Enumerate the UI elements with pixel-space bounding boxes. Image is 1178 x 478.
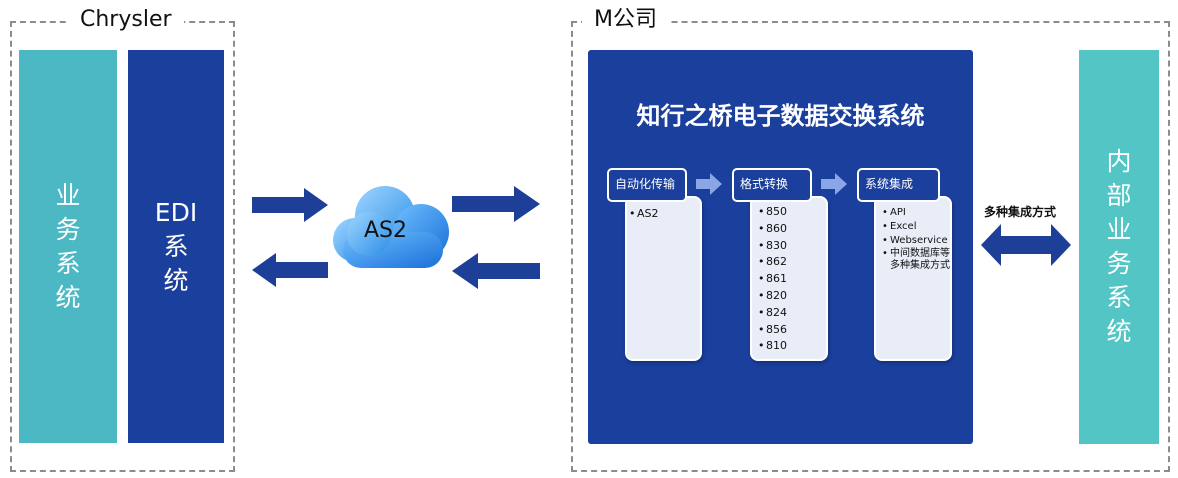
stage-card-integration: API Excel Webservice 中间数据库等多种集成方式 — [874, 196, 952, 361]
edi-system-label-line1: EDI — [154, 197, 198, 227]
list-item: Excel — [880, 220, 950, 234]
list-item: AS2 — [627, 206, 700, 221]
panel-title: 知行之桥电子数据交换系统 — [636, 102, 925, 130]
stage-tag-integration: 系统集成 — [857, 168, 940, 202]
list-item: Webservice — [880, 234, 950, 248]
list-item: 862 — [756, 254, 826, 271]
arrow-right-icon — [452, 186, 540, 222]
chrysler-group-label: Chrysler — [68, 6, 184, 34]
list-item: API — [880, 206, 950, 220]
internal-system-label: 内部业务系统 — [1106, 147, 1132, 346]
list-item: 850 — [756, 204, 826, 221]
stage-tag-conversion: 格式转换 — [732, 168, 812, 202]
list-item: 820 — [756, 288, 826, 305]
arrow-left-icon — [252, 253, 328, 287]
list-item: 830 — [756, 238, 826, 255]
chevron-right-icon — [821, 173, 847, 195]
m-company-group-label: M公司 — [582, 6, 669, 34]
list-item: 810 — [756, 338, 826, 355]
stage-tag-transport: 自动化传输 — [607, 168, 687, 202]
stage-card-transport: AS2 — [625, 196, 702, 361]
internal-system-bar: 内部业务系统 — [1079, 50, 1159, 444]
stage-card-conversion: 850 860 830 862 861 820 824 856 810 — [750, 196, 828, 361]
list-item: 中间数据库等多种集成方式 — [880, 248, 950, 272]
business-system-label: 业务系统 — [55, 180, 81, 312]
arrow-left-icon — [452, 253, 540, 289]
business-system-bar: 业务系统 — [19, 50, 117, 443]
edi-system-bar: EDI 系统 — [128, 50, 224, 443]
list-item: 861 — [756, 271, 826, 288]
chevron-right-icon — [696, 173, 722, 195]
cloud-icon — [333, 186, 449, 268]
edi-system-label-line2: 系统 — [163, 231, 189, 295]
m-company-group — [571, 21, 1170, 472]
cloud-label: AS2 — [364, 218, 408, 243]
list-item: 860 — [756, 221, 826, 238]
double-arrow-icon — [981, 224, 1071, 266]
list-item: 824 — [756, 305, 826, 322]
list-item: 856 — [756, 322, 826, 339]
integration-label: 多种集成方式 — [984, 205, 1057, 219]
arrow-right-icon — [252, 188, 328, 222]
